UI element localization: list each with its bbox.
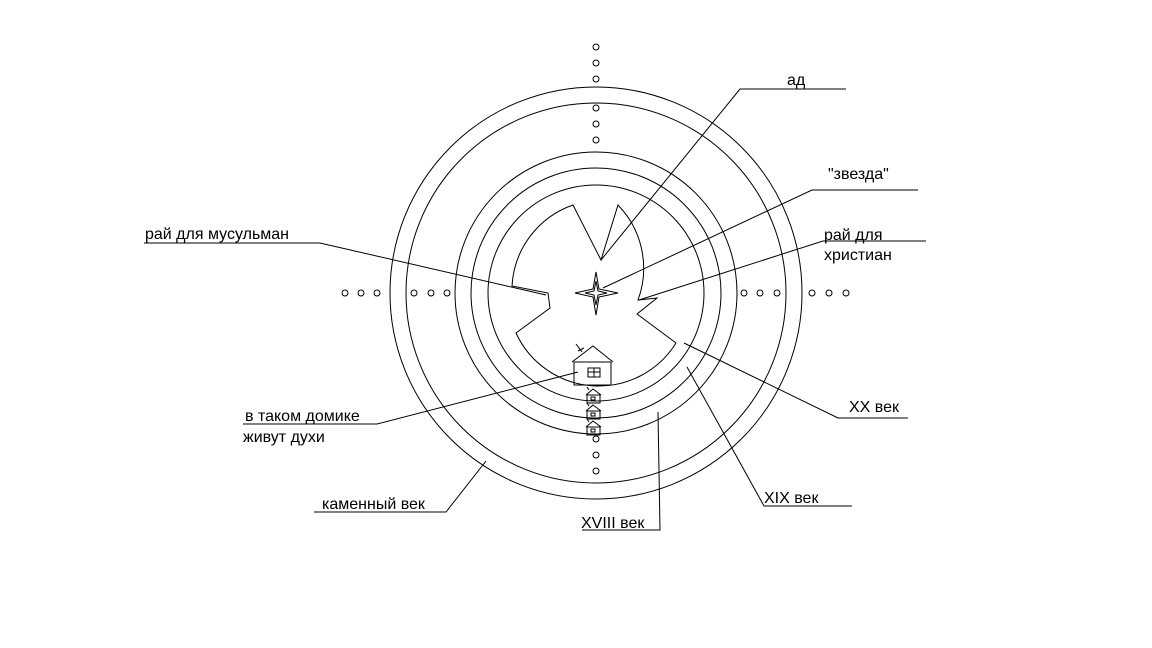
leader-xix	[686, 366, 852, 507]
leader-lines	[144, 88, 926, 531]
leader-house	[243, 371, 579, 425]
star-icon	[574, 271, 619, 316]
outer-circle-stone-age	[389, 86, 803, 500]
dots-bottom	[592, 435, 600, 475]
circle-stone-age-inner	[405, 102, 787, 484]
era-circles	[389, 86, 803, 500]
label-star: "звезда"	[828, 166, 889, 183]
label-paradise-christians-line1: рай для	[824, 227, 883, 244]
leader-paradise-christians	[638, 240, 926, 301]
leader-hell	[600, 88, 846, 261]
label-hell: ад	[787, 72, 806, 89]
dots-right	[740, 289, 850, 297]
spirit-house-icon	[571, 343, 614, 386]
small-house-icon-1	[585, 386, 602, 404]
circle-xviii-century	[454, 151, 738, 435]
dots-top	[592, 43, 600, 144]
leader-xviii	[582, 411, 661, 531]
central-region-outline	[511, 204, 677, 387]
leader-star	[602, 189, 918, 289]
small-house-icon-3	[585, 418, 602, 436]
label-xx-century: XX век	[849, 399, 900, 416]
circle-xix-century	[470, 167, 722, 419]
label-paradise-christians-line2: христиан	[824, 247, 892, 264]
star-inner	[584, 280, 608, 306]
leader-stone-age	[314, 460, 487, 513]
circle-xx-century	[487, 184, 705, 402]
label-stone-age: каменный век	[322, 496, 426, 513]
label-house-line2: живут духи	[243, 429, 325, 446]
leader-paradise-muslims	[144, 242, 547, 296]
small-house-icon-2	[585, 402, 602, 420]
label-xix-century: XIX век	[764, 490, 819, 507]
label-house-line1: в таком домике	[245, 408, 360, 425]
dots-left	[341, 289, 451, 297]
label-xviii-century: XVIII век	[581, 515, 645, 532]
label-paradise-muslims: рай для мусульман	[145, 226, 289, 243]
leader-xx	[683, 342, 908, 419]
